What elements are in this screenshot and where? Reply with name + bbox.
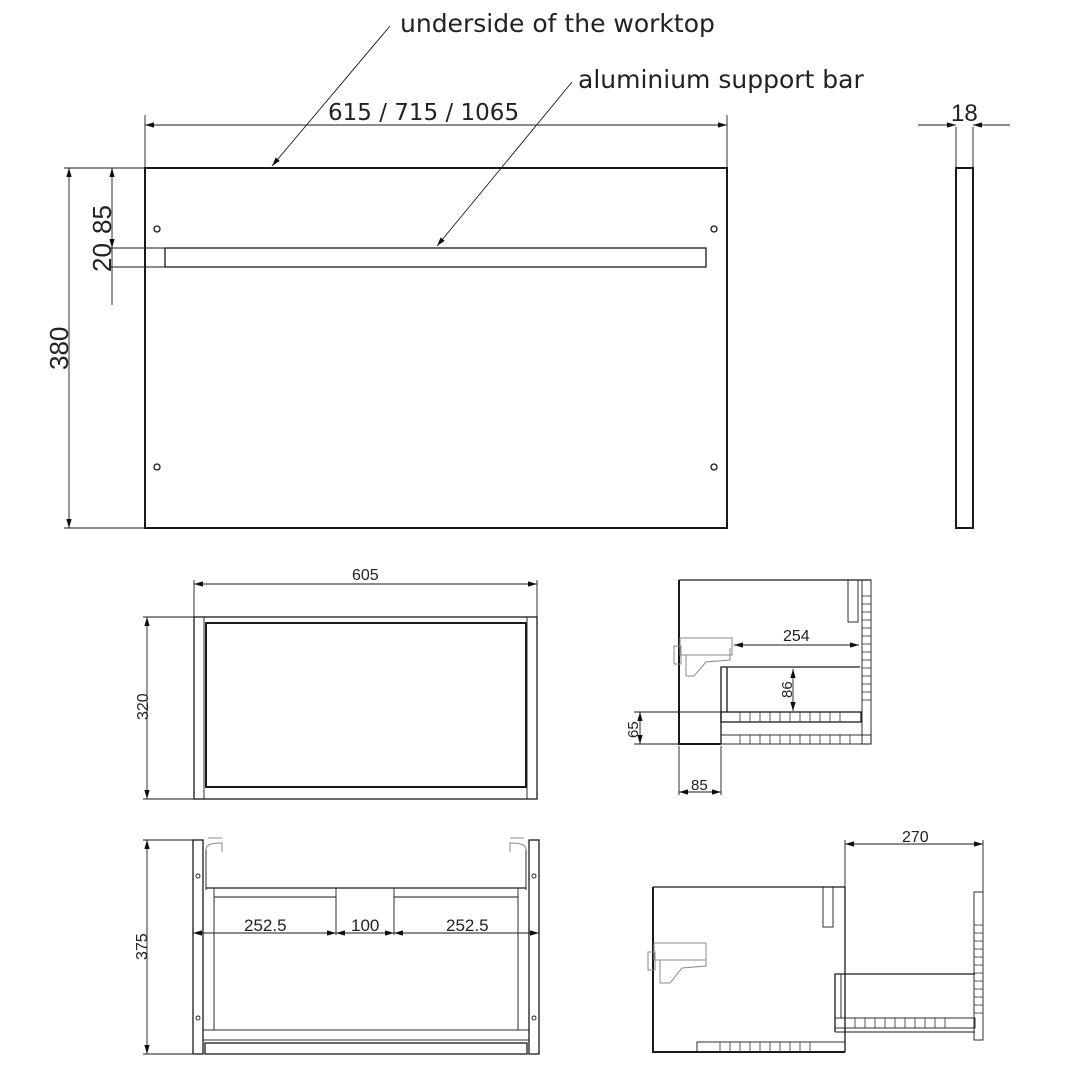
support-bar [164,247,707,268]
bar-height-dim-label: 20 [87,243,117,272]
thickness-dim-label: 18 [951,100,978,127]
right-width-dim-label: 252.5 [446,916,489,935]
drawer-height-dim-label: 86 [779,681,796,698]
worktop-leader: underside of the worktop [271,9,715,167]
drawer-front [205,622,527,788]
support-bar-leader: aluminium support bar [436,65,864,247]
left-width-dim-label: 252.5 [244,916,287,935]
front-height-dim-label: 320 [135,693,152,720]
width-dim-label: 615 / 715 / 1065 [328,100,519,126]
support-bar-label: aluminium support bar [578,65,864,94]
side-section-1: 254 86 65 85 [625,579,872,795]
top-view: underside of the worktop aluminium suppo… [44,9,864,529]
extension-dim-label: 270 [902,829,929,846]
width-dimension: 615 / 715 / 1065 [144,100,728,168]
height-dim-label: 380 [44,327,74,370]
worktop-underside-label: underside of the worktop [400,9,715,38]
worktop-panel [144,167,728,529]
screw-hole [710,225,718,233]
center-width-dim-label: 100 [351,916,379,935]
front-view-frame: 252.5 100 252.5 375 [134,837,540,1055]
bottom-height-dim-label: 65 [625,721,642,738]
panel-edge [955,167,974,529]
front-view-drawer: 605 320 [135,567,538,800]
frame-height-dim-label: 375 [134,933,151,960]
cabinet-outline [193,616,538,800]
depth-dim-label: 254 [783,628,810,645]
offset-dim-label: 85 [691,777,708,794]
screw-hole [153,225,161,233]
bar-offset-dimension: 85 20 [87,168,117,305]
side-section-2: 270 [647,829,984,1053]
screw-hole [710,463,718,471]
hinge-bracket [647,942,707,984]
screw-hole [153,463,161,471]
panel-side-view: 18 [918,100,1010,529]
hinge-bracket [673,637,733,677]
front-width-dim-label: 605 [352,567,379,584]
bar-offset-dim-label: 85 [87,205,117,234]
height-dimension: 380 [44,167,145,529]
